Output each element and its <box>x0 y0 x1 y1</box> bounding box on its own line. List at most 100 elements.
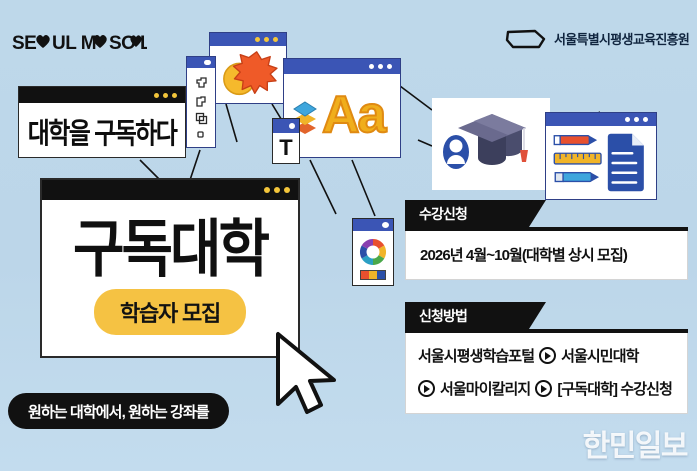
watermark: 한민일보 <box>582 430 689 463</box>
shapes-tool-panel[interactable] <box>186 56 216 148</box>
window-titlebar <box>546 113 656 126</box>
graduation-cap-icon <box>458 114 528 165</box>
institute-logo: 서울특별시평생교육진흥원 <box>505 28 690 50</box>
window-dot <box>643 117 648 122</box>
window-dot <box>369 64 374 69</box>
window-canvas <box>546 126 656 199</box>
window-dots <box>154 92 185 98</box>
window-titlebar <box>19 87 185 103</box>
window-dots <box>255 37 286 42</box>
color-wheel-icon[interactable] <box>358 237 388 267</box>
how-info-block: 신청방법 서울시평생학습포털 서울시민대학 서울마이칼리지 [구독대학] 수강신… <box>405 302 688 414</box>
svg-text:L: L <box>140 33 147 54</box>
how-panel: 서울시평생학습포털 서울시민대학 서울마이칼리지 [구독대학] 수강신청 <box>405 333 688 414</box>
typography-window: Aa <box>283 58 401 158</box>
swatches-icon[interactable] <box>360 269 386 280</box>
window-dots <box>625 117 656 122</box>
hero-card: 구독대학 학습자 모집 <box>40 178 300 358</box>
card-body: 구독대학 학습자 모집 <box>42 200 298 356</box>
window-dots <box>264 187 298 193</box>
ruler-icon <box>553 152 602 165</box>
window-canvas <box>353 231 393 285</box>
window-dot <box>255 37 260 42</box>
panel-tools <box>187 68 215 147</box>
window-titlebar <box>210 33 286 46</box>
shape-icon[interactable] <box>195 76 208 89</box>
window-dots <box>369 64 400 69</box>
how-step-row: 서울시평생학습포털 서울시민대학 <box>418 345 675 366</box>
window-canvas: Aa <box>284 74 400 157</box>
aa-sample-text: Aa <box>321 86 388 145</box>
how-step-text: 서울시민대학 <box>561 348 639 365</box>
text-tool-glyph: T <box>279 135 293 160</box>
window-dot <box>289 123 295 129</box>
hero-badge: 학습자 모집 <box>93 289 247 335</box>
window-dot <box>163 92 168 98</box>
mouse-cursor-icon <box>272 330 344 416</box>
window-dot <box>273 37 278 42</box>
swatch[interactable] <box>369 270 377 279</box>
graduation-window <box>432 98 550 190</box>
apply-tab-label: 수강신청 <box>419 205 468 222</box>
window-dot <box>634 117 639 122</box>
window-canvas <box>434 100 548 188</box>
card-body: 대학을 구독하다 <box>19 103 185 157</box>
apply-info-block: 수강신청 2026년 4월~10월(대학별 상시 모집) <box>405 200 688 280</box>
color-palette-window[interactable] <box>352 218 394 286</box>
shape-icon[interactable] <box>197 130 205 139</box>
text-tool-window[interactable]: T <box>272 118 300 164</box>
apply-panel: 2026년 4월~10월(대학별 상시 모집) <box>405 231 688 280</box>
hero-title: 구독대학 <box>72 213 270 284</box>
window-dot <box>172 92 177 98</box>
window-dot <box>625 117 630 122</box>
red-pencil-icon <box>553 135 598 146</box>
apply-tab: 수강신청 <box>405 200 546 227</box>
subscribe-headline-text: 대학을 구독하다 <box>27 117 178 150</box>
swatch[interactable] <box>377 270 385 279</box>
window-dot <box>204 60 211 65</box>
shape-icon[interactable] <box>195 112 208 125</box>
window-dot <box>154 92 159 98</box>
seoul-my-soul-wordmark: SE UL M SO L <box>12 30 147 56</box>
how-step-text: 서울시평생학습포털 <box>418 348 535 365</box>
subscribe-headline-card: 대학을 구독하다 <box>18 86 186 158</box>
window-canvas: T <box>273 133 299 163</box>
window-canvas <box>210 46 286 103</box>
window-dot <box>284 187 290 193</box>
window-dot <box>274 187 280 193</box>
blue-pencil-icon <box>554 172 600 183</box>
window-dot <box>264 37 269 42</box>
document-icon <box>607 133 644 192</box>
play-icon <box>535 380 553 397</box>
window-dot <box>387 64 392 69</box>
user-avatar-icon <box>443 135 469 169</box>
institute-name: 서울특별시평생교육진흥원 <box>554 31 690 47</box>
shape-icon[interactable] <box>195 95 207 107</box>
window-titlebar <box>284 59 400 74</box>
speech-bubble-icon <box>505 29 546 49</box>
starburst-window <box>209 32 287 104</box>
apply-period-text: 2026년 4월~10월(대학별 상시 모집) <box>420 247 628 264</box>
how-rule <box>405 329 688 333</box>
window-titlebar <box>42 180 298 200</box>
how-tab: 신청방법 <box>405 302 546 329</box>
swatch[interactable] <box>361 270 369 279</box>
how-step-row: 서울마이칼리지 [구독대학] 수강신청 <box>418 378 675 399</box>
tagline-pill: 원하는 대학에서, 원하는 강좌를 <box>8 393 229 429</box>
how-tab-label: 신청방법 <box>419 307 468 324</box>
tagline-text: 원하는 대학에서, 원하는 강좌를 <box>28 403 210 421</box>
play-icon <box>539 347 557 364</box>
how-step-text: [구독대학] 수강신청 <box>557 381 673 398</box>
window-dot <box>264 187 270 193</box>
panel-titlebar <box>187 57 215 68</box>
window-dot <box>382 222 389 228</box>
play-icon <box>418 380 435 397</box>
window-dot <box>378 64 383 69</box>
window-titlebar <box>353 219 393 231</box>
window-titlebar <box>273 119 299 133</box>
how-step-text: 서울마이칼리지 <box>440 381 531 398</box>
svg-text:UL M: UL M <box>52 33 96 54</box>
svg-text:SE: SE <box>12 33 36 54</box>
svg-text:SO: SO <box>109 33 135 54</box>
